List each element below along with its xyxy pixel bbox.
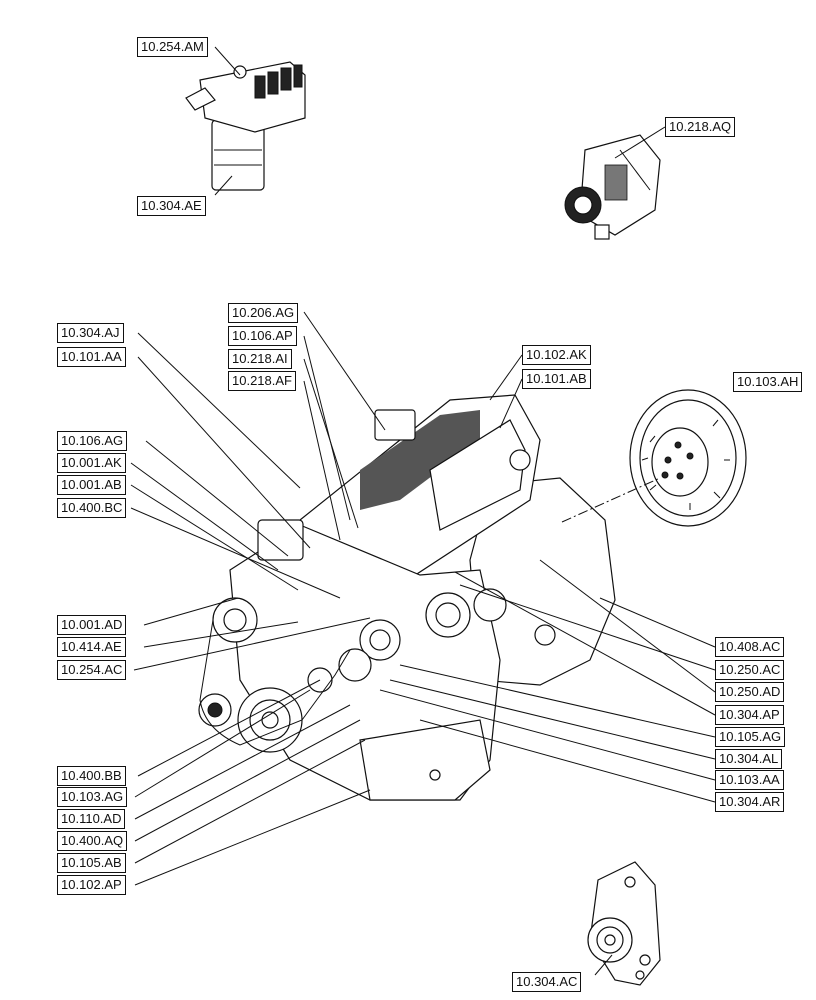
callout-10-103-ag[interactable]: 10.103.AG xyxy=(57,787,128,807)
callout-10-218-aq[interactable]: 10.218.AQ xyxy=(665,117,736,137)
callout-10-250-ac[interactable]: 10.250.AC xyxy=(715,660,785,680)
callout-10-400-bc[interactable]: 10.400.BC xyxy=(57,498,127,518)
callout-10-103-ah[interactable]: 10.103.AH xyxy=(733,372,803,392)
callout-10-218-ai[interactable]: 10.218.AI xyxy=(228,349,292,369)
callout-10-304-ar[interactable]: 10.304.AR xyxy=(715,792,785,812)
callout-10-001-ak[interactable]: 10.001.AK xyxy=(57,453,126,473)
callout-10-105-ab[interactable]: 10.105.AB xyxy=(57,853,126,873)
engine-block xyxy=(198,394,616,801)
high-pressure-pump xyxy=(564,134,661,240)
callout-10-206-ag[interactable]: 10.206.AG xyxy=(228,303,299,323)
callout-10-414-ae[interactable]: 10.414.AE xyxy=(57,637,126,657)
callout-10-103-aa[interactable]: 10.103.AA xyxy=(715,770,784,790)
callout-10-304-al[interactable]: 10.304.AL xyxy=(715,749,783,769)
callout-10-106-ag[interactable]: 10.106.AG xyxy=(57,431,128,451)
callout-10-110-ad[interactable]: 10.110.AD xyxy=(57,809,126,829)
fuel-filter-assembly xyxy=(185,61,306,191)
callout-10-001-ab[interactable]: 10.001.AB xyxy=(57,475,126,495)
flywheel xyxy=(629,389,747,527)
callout-10-304-aj[interactable]: 10.304.AJ xyxy=(57,323,124,343)
callout-10-101-aa[interactable]: 10.101.AA xyxy=(57,347,126,367)
callout-10-408-ac[interactable]: 10.408.AC xyxy=(715,637,785,657)
callout-10-101-ab[interactable]: 10.101.AB xyxy=(522,369,591,389)
callout-10-304-ac[interactable]: 10.304.AC xyxy=(512,972,582,992)
callout-10-105-ag[interactable]: 10.105.AG xyxy=(715,727,786,747)
oil-pump xyxy=(587,861,661,986)
callout-10-304-ap[interactable]: 10.304.AP xyxy=(715,705,784,725)
callout-10-254-ac[interactable]: 10.254.AC xyxy=(57,660,127,680)
callout-10-106-ap[interactable]: 10.106.AP xyxy=(228,326,297,346)
callout-10-102-ak[interactable]: 10.102.AK xyxy=(522,345,591,365)
callout-10-250-ad[interactable]: 10.250.AD xyxy=(715,682,785,702)
callout-10-304-ae[interactable]: 10.304.AE xyxy=(137,196,206,216)
callout-10-400-bb[interactable]: 10.400.BB xyxy=(57,766,126,786)
callout-10-218-af[interactable]: 10.218.AF xyxy=(228,371,296,391)
callout-10-102-ap[interactable]: 10.102.AP xyxy=(57,875,126,895)
callout-10-001-ad[interactable]: 10.001.AD xyxy=(57,615,127,635)
leader-lines xyxy=(130,46,716,976)
callout-10-254-am[interactable]: 10.254.AM xyxy=(137,37,208,57)
callout-10-400-aq[interactable]: 10.400.AQ xyxy=(57,831,128,851)
